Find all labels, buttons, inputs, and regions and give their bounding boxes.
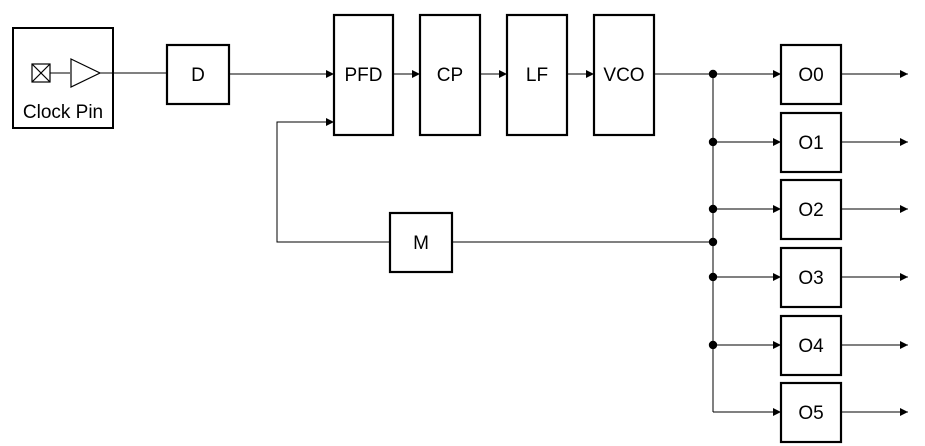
output-block-o4: O4: [713, 314, 908, 377]
output-block-o2: O2: [713, 178, 908, 241]
output-label-o3: O3: [798, 268, 823, 289]
output-label-o4: O4: [798, 336, 824, 357]
output-label-o5: O5: [798, 403, 823, 424]
lf-label: LF: [526, 65, 548, 86]
m-divider-label: M: [413, 233, 429, 254]
pfd-block: PFD: [332, 13, 395, 137]
cp-block: CP: [418, 13, 482, 137]
clock-pin-label: Clock Pin: [23, 102, 103, 123]
clock-pin-block: Clock Pin: [12, 27, 114, 129]
buffer-icon: [70, 58, 102, 88]
pfd-label: PFD: [345, 65, 383, 86]
m-divider-block: M: [388, 211, 454, 274]
vco-label: VCO: [603, 65, 644, 86]
d-divider-label: D: [191, 65, 205, 86]
output-block-o1: O1: [713, 111, 908, 174]
output-block-o0: O0: [713, 43, 908, 106]
output-label-o1: O1: [798, 133, 823, 154]
output-block-o3: O3: [713, 246, 908, 309]
cp-label: CP: [437, 65, 463, 86]
output-block-o5: O5: [713, 381, 908, 444]
lf-block: LF: [505, 13, 569, 137]
output-label-o0: O0: [798, 65, 823, 86]
vco-block: VCO: [592, 13, 656, 137]
output-label-o2: O2: [798, 200, 823, 221]
d-divider-block: D: [165, 43, 231, 106]
